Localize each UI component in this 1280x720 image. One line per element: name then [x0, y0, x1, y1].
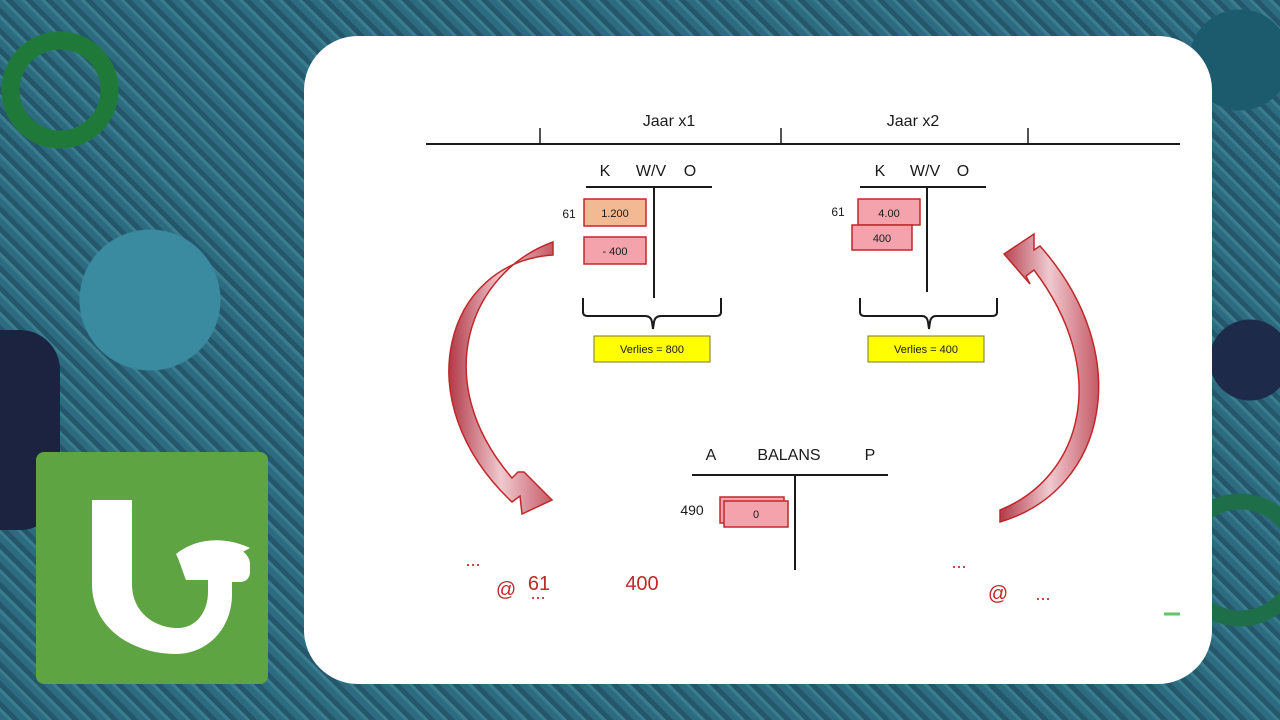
- curved-arrow-icon: [448, 240, 554, 516]
- col-o: O: [684, 163, 696, 180]
- col-wv: W/V: [636, 163, 667, 180]
- col-k: K: [875, 163, 886, 180]
- amount-value: 400: [873, 233, 891, 245]
- result-box: [867, 335, 985, 363]
- result-box: [593, 335, 711, 363]
- sum-brace: [582, 298, 722, 330]
- amount-value: 0: [753, 509, 759, 521]
- at-sign: @: [988, 583, 1008, 605]
- col-k: K: [600, 163, 611, 180]
- journal-entry-left: ... @ 61 ... 400: [465, 550, 658, 603]
- result-label: Verlies = 400: [894, 344, 958, 356]
- t-account-year2: K W/V O 61 4.00 400 Verlies = 400: [831, 163, 998, 363]
- account-number: 61: [562, 207, 576, 221]
- col-a: A: [706, 447, 717, 464]
- account-number: 61: [831, 205, 845, 219]
- amount-box-red: [723, 500, 789, 528]
- amount-value: 1.200: [601, 208, 629, 220]
- year1-label: Jaar x1: [643, 113, 696, 130]
- ellipsis: ...: [465, 550, 480, 570]
- amount-box-red: [857, 198, 921, 226]
- curved-arrow-icon: [999, 232, 1100, 524]
- account-number: 61: [528, 573, 550, 595]
- brand-logo: [36, 452, 268, 684]
- timeline: Jaar x1 Jaar x2: [426, 113, 1180, 145]
- at-sign: @: [496, 579, 516, 601]
- sum-brace: [859, 298, 998, 330]
- journal-entry-right: ... @ ...: [951, 552, 1050, 605]
- col-wv: W/V: [910, 163, 941, 180]
- col-p: P: [865, 447, 876, 464]
- amount-box-orange: [583, 198, 647, 227]
- ellipsis: ...: [951, 552, 966, 572]
- amount-box-red: [583, 236, 647, 265]
- arrow-right: [999, 232, 1100, 524]
- year2-label: Jaar x2: [887, 113, 940, 130]
- result-label: Verlies = 800: [620, 344, 684, 356]
- balans-title: BALANS: [757, 447, 820, 464]
- amount-value: - 400: [602, 246, 627, 258]
- col-o: O: [957, 163, 969, 180]
- account-number: 490: [680, 502, 704, 518]
- logo-glyph-icon: [92, 500, 250, 654]
- amount-value: 4.00: [878, 208, 899, 220]
- t-account-year1: K W/V O 61 1.200 - 400 Verlies = 800: [562, 163, 722, 363]
- amount-box-red: [851, 224, 913, 251]
- amount: 400: [625, 573, 658, 595]
- arrow-left: [448, 240, 554, 516]
- ellipsis: ...: [530, 583, 545, 603]
- balance-sheet: A BALANS P 490 0: [680, 447, 888, 570]
- ellipsis: ...: [1035, 584, 1050, 604]
